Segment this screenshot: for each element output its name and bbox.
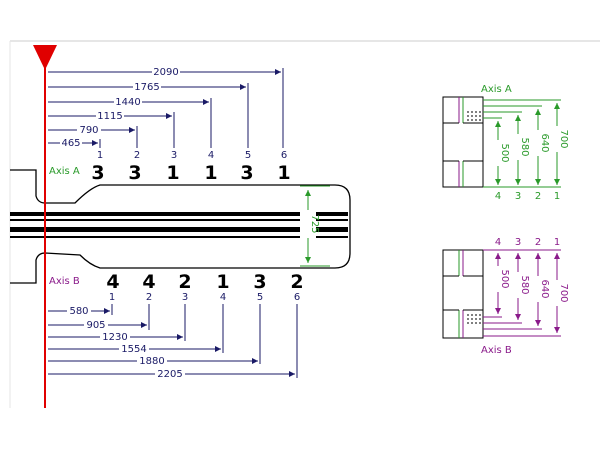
top-count-6: 1 [277,162,290,184]
bottom-index-2: 2 [146,292,152,303]
detail-b-dim-580: 580 [519,275,530,294]
bottom-count-5: 3 [253,271,266,293]
top-dim-1: 465 [61,138,80,149]
top-index-1: 1 [97,150,103,161]
bottom-index-3: 3 [182,292,188,303]
detail-a-dim-580: 580 [519,137,530,156]
detail-a-dim-640: 640 [539,133,550,152]
bottom-index-5: 5 [257,292,263,303]
detail-b-dim-700: 700 [558,283,569,302]
top-dim-6: 2090 [153,67,178,78]
top-dimension-chain: 2090 1765 1440 1115 790 465 1 2 3 4 5 6 … [48,65,291,184]
detail-a-index-4: 4 [495,191,501,202]
bottom-dim-6: 2205 [157,369,182,380]
detail-a: Axis A 500 580 640 700 4 3 2 1 [442,84,569,202]
diameter-label: 725 [309,214,320,233]
diameter-dimension: 725 [300,185,330,267]
bottom-count-6: 2 [290,271,303,293]
top-count-1: 3 [91,162,104,184]
bottom-count-4: 1 [216,271,229,293]
bottom-count-1: 4 [106,271,119,293]
detail-a-title: Axis A [481,84,512,95]
axis-b-label: Axis B [49,276,80,287]
detail-a-dim-700: 700 [558,129,569,148]
detail-b-index-3: 3 [515,237,521,248]
top-dim-2: 790 [79,125,98,136]
detail-b-index-4: 4 [495,237,501,248]
bottom-dim-5: 1880 [139,356,164,367]
detail-a-index-2: 2 [535,191,541,202]
top-count-4: 1 [204,162,217,184]
detail-a-dim-500: 500 [499,143,510,162]
top-index-4: 4 [208,150,214,161]
shaft-drawing [10,169,351,284]
bottom-dimension-chain: 4 4 2 1 3 2 1 2 3 4 5 6 580 905 1230 155… [48,271,304,380]
bottom-dim-4: 1554 [121,344,146,355]
detail-b-index-1: 1 [554,237,560,248]
detail-a-index-3: 3 [515,191,521,202]
detail-b: 4 3 2 1 500 580 640 700 Axis B [442,237,569,356]
bottom-index-1: 1 [109,292,115,303]
top-index-3: 3 [171,150,177,161]
detail-b-dim-640: 640 [539,279,550,298]
top-dim-4: 1440 [115,97,140,108]
bottom-index-6: 6 [294,292,300,303]
bottom-dim-1: 580 [69,306,88,317]
top-count-5: 3 [240,162,253,184]
bottom-index-4: 4 [220,292,226,303]
top-count-3: 1 [166,162,179,184]
top-count-2: 3 [128,162,141,184]
bottom-count-3: 2 [178,271,191,293]
detail-b-index-2: 2 [535,237,541,248]
top-dim-3: 1115 [97,111,122,122]
datum-marker [33,45,57,408]
detail-b-dim-500: 500 [499,269,510,288]
axis-a-label: Axis A [49,166,80,177]
top-index-5: 5 [245,150,251,161]
top-index-6: 6 [281,150,287,161]
bottom-dim-2: 905 [86,320,105,331]
top-dim-5: 1765 [134,82,159,93]
bottom-dim-3: 1230 [102,332,127,343]
detail-b-title: Axis B [481,345,512,356]
top-index-2: 2 [134,150,140,161]
bottom-count-2: 4 [142,271,155,293]
detail-a-index-1: 1 [554,191,560,202]
